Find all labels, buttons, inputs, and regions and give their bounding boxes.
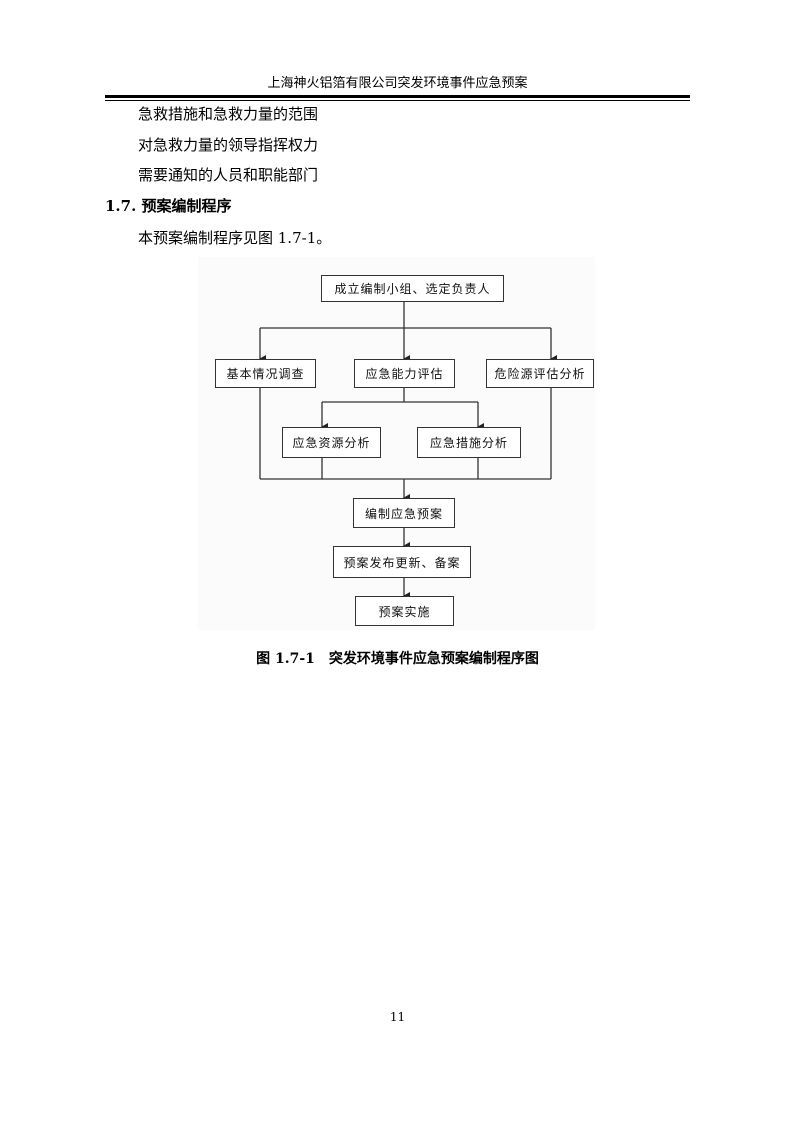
header-rule-thick [105, 95, 690, 98]
section-heading: 1.7. 预案编制程序 [105, 197, 232, 215]
flow-box-hazard-analysis: 危险源评估分析 [486, 359, 594, 388]
body-line-3: 需要通知的人员和职能部门 [138, 166, 319, 184]
intro-paragraph: 本预案编制程序见图 1.7-1。 [138, 229, 332, 247]
flow-box-publish-update: 预案发布更新、备案 [333, 546, 471, 578]
flow-box-implement: 预案实施 [355, 596, 454, 626]
flow-box-basic-survey: 基本情况调查 [215, 359, 316, 388]
flowchart-connectors [259, 301, 557, 600]
flow-box-measures-analysis: 应急措施分析 [417, 427, 521, 458]
header-rule-thin [105, 100, 690, 101]
page-header-title: 上海神火铝箔有限公司突发环境事件应急预案 [267, 76, 528, 91]
page-number: 11 [389, 1010, 406, 1024]
flow-box-form-team: 成立编制小组、选定负责人 [321, 275, 504, 302]
body-line-2: 对急救力量的领导指挥权力 [138, 136, 319, 154]
flow-box-compile-plan: 编制应急预案 [353, 498, 455, 528]
flow-box-resource-analysis: 应急资源分析 [282, 427, 381, 458]
flowchart: 成立编制小组、选定负责人 基本情况调查 应急能力评估 危险源评估分析 应急资源分… [198, 257, 595, 630]
body-line-1: 急救措施和急救力量的范围 [138, 105, 319, 123]
flow-box-capability-assessment: 应急能力评估 [354, 359, 455, 388]
figure-caption: 图 1.7-1 突发环境事件应急预案编制程序图 [256, 651, 539, 667]
